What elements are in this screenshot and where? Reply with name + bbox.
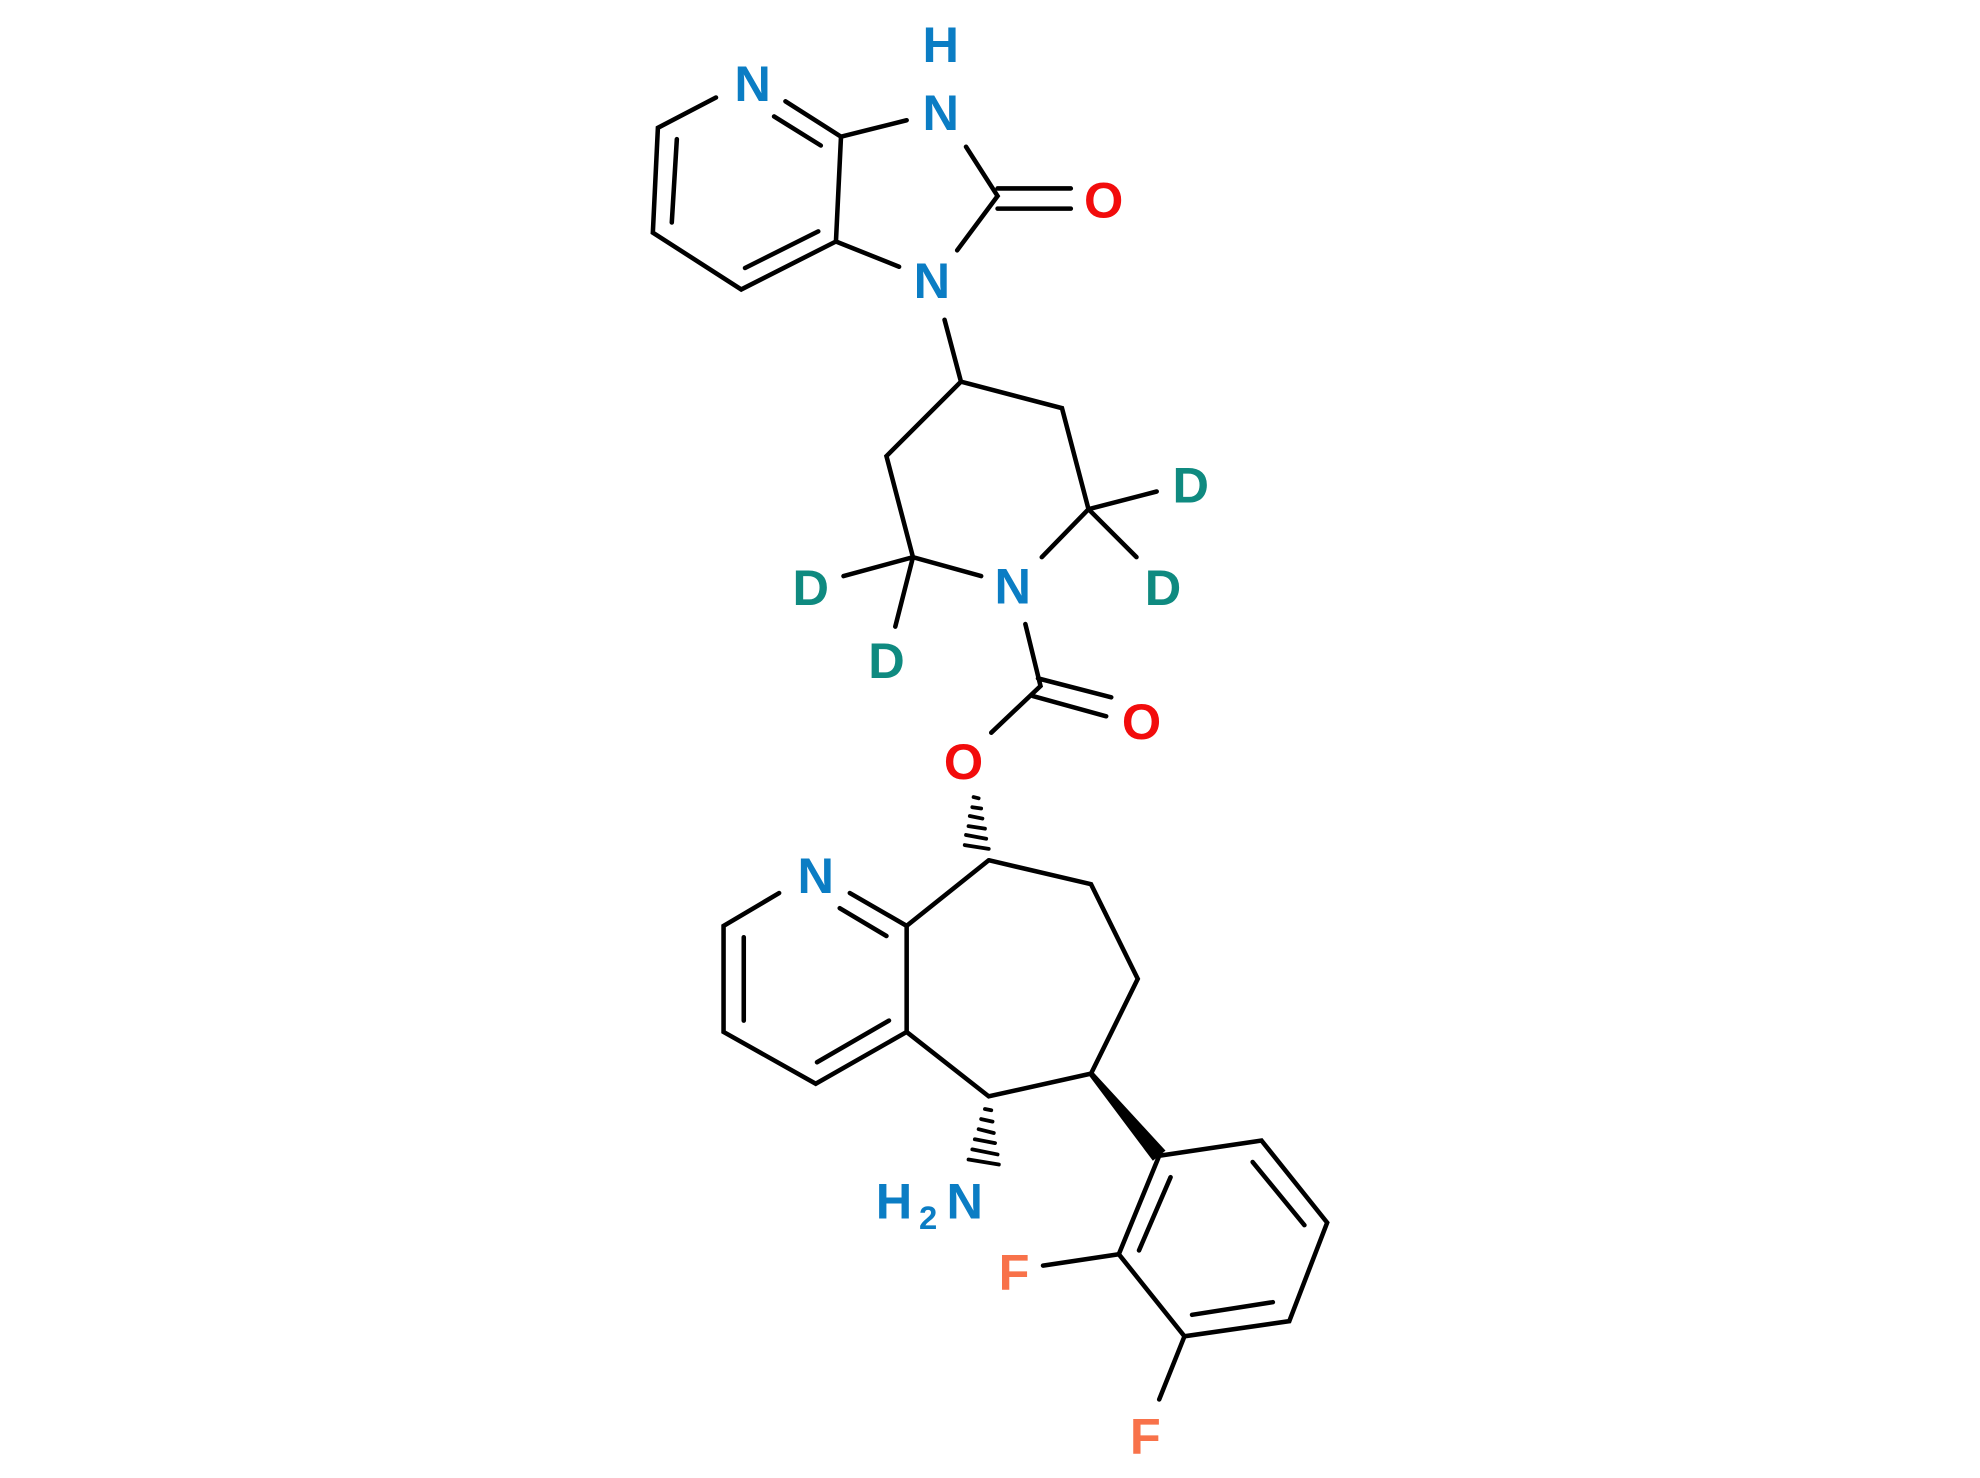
atom-n-piperidine: N — [994, 558, 1030, 615]
atom-f: F — [1130, 1408, 1161, 1465]
atom-h: H — [923, 16, 959, 73]
atom-d: D — [792, 559, 828, 616]
atom-n-imidazole: N — [914, 252, 950, 309]
atom-o-urea: O — [1084, 171, 1123, 228]
atom-d: D — [868, 632, 904, 689]
atom-n-pyridine-top: N — [734, 55, 770, 112]
atom-o-carbonyl: O — [1122, 693, 1161, 750]
atom-n-nh: N — [923, 84, 959, 141]
atom-o-ester: O — [944, 733, 983, 790]
bold-wedge — [1088, 1072, 1166, 1161]
bonds — [650, 95, 1330, 1402]
atom-d: D — [1145, 559, 1181, 616]
atom-n-pyridine-bottom: N — [797, 847, 833, 904]
atom-h2n-h: H — [876, 1173, 912, 1230]
atom-h2n-subscript: 2 — [919, 1199, 937, 1236]
atom-d: D — [1173, 457, 1209, 514]
atom-labels: N H N O N D D D D N O O N H 2 N F F — [734, 16, 1209, 1465]
atom-f: F — [999, 1243, 1030, 1300]
atom-h2n-n: N — [947, 1173, 983, 1230]
